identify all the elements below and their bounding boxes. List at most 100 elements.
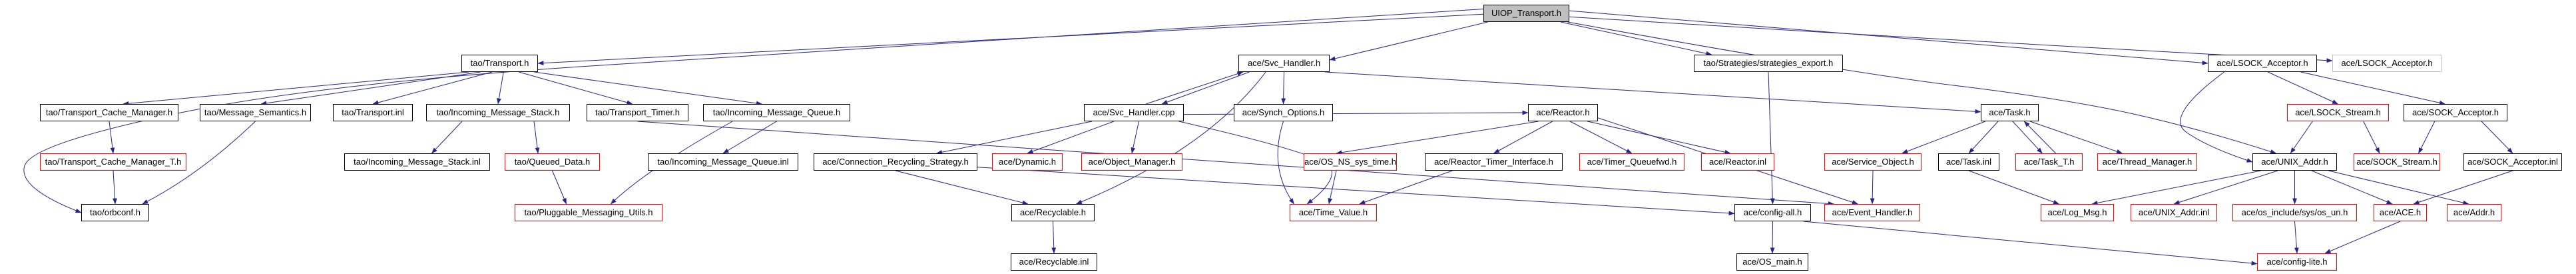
edge-ttimer-to-event_handler [637, 121, 1834, 206]
graph-node-conn_recyc[interactable]: ace/Connection_Recycling_Strategy.h [814, 153, 977, 171]
graph-node-sock_acceptor[interactable]: ace/SOCK_Acceptor.h [2404, 104, 2507, 121]
graph-node-recyclable_inl[interactable]: ace/Recyclable.inl [1011, 253, 1097, 271]
edge-task-to-task_inl [1968, 121, 1999, 154]
graph-node-imq[interactable]: tao/Incoming_Message_Queue.h [703, 104, 850, 121]
graph-node-tcmt[interactable]: tao/Transport_Cache_Manager_T.h [40, 153, 186, 171]
graph-node-lsock_acceptor1[interactable]: ace/LSOCK_Acceptor.h [2208, 55, 2317, 72]
graph-node-msem[interactable]: tao/Message_Semantics.h [200, 104, 311, 121]
edge-transport_h-to-ims [497, 71, 504, 105]
edge-root-to-transport_h [537, 13, 1484, 65]
graph-node-sock_acc_inl[interactable]: ace/SOCK_Acceptor.inl [2463, 153, 2562, 171]
graph-node-sock_stream[interactable]: ace/SOCK_Stream.h [2354, 153, 2440, 171]
edge-os_un-to-config_lite [2294, 221, 2299, 254]
graph-node-timer_qfwd[interactable]: ace/Timer_Queuefwd.h [1579, 153, 1684, 171]
edge-reactor-to-reactor_inl [1587, 121, 1731, 155]
edge-task_inl-to-log_msg [1968, 170, 2059, 205]
edge-root-to-unix_addr [1567, 21, 2277, 154]
edge-task-to-svc_obj [1902, 121, 1986, 154]
graph-node-svc_cpp[interactable]: ace/Svc_Handler.cpp [1084, 104, 1184, 121]
graph-node-recyclable[interactable]: ace/Recyclable.h [1011, 204, 1095, 221]
edge-svc_cpp-to-objmgr [1131, 121, 1139, 154]
edge-ims-to-ims_inl [431, 121, 463, 154]
edge-transport_h-to-tcm [123, 71, 469, 106]
edge-recyclable-to-recyclable_inl [1051, 221, 1057, 254]
graph-node-ttimer[interactable]: tao/Transport_Timer.h [587, 104, 688, 121]
graph-node-config_all[interactable]: ace/config-all.h [1734, 204, 1811, 221]
graph-node-time_value[interactable]: ace/Time_Value.h [1290, 204, 1377, 221]
edge-task-to-thread_mgr [2029, 121, 2123, 154]
graph-node-dynamic[interactable]: ace/Dynamic.h [992, 153, 1063, 171]
graph-node-ace_h[interactable]: ace/ACE.h [2374, 204, 2427, 221]
graph-node-unix_addr[interactable]: ace/UNIX_Addr.h [2252, 153, 2337, 171]
graph-node-rti[interactable]: ace/Reactor_Timer_Interface.h [1425, 153, 1563, 171]
edge-sock_acceptor-to-sock_stream [2418, 121, 2436, 154]
edge-reactor-to-os_ns [1336, 121, 1539, 155]
edge-unix_addr-to-log_msg [2091, 170, 2261, 205]
edge-root-to-lsock_acceptor1 [1569, 10, 2208, 65]
edge-task-to-task_t [2012, 121, 2043, 154]
graph-node-svc_obj[interactable]: ace/Service_Object.h [1824, 153, 1922, 171]
graph-node-synch_opt[interactable]: ace/Synch_Options.h [1234, 104, 1333, 121]
edge-reactor-to-timer_qfwd [1569, 121, 1633, 154]
edge-root-to-svc_handler_h [1329, 21, 1488, 61]
graph-node-strategies_export[interactable]: tao/Strategies/strategies_export.h [1694, 55, 1843, 72]
edge-conn_recyc-to-config_all [977, 167, 1735, 216]
graph-node-os_un[interactable]: ace/os_include/sys/os_un.h [2232, 204, 2357, 221]
graph-node-imq_inl[interactable]: tao/Incoming_Message_Queue.inl [648, 153, 798, 171]
edge-lsock_acceptor1-to-unix_addr [2180, 71, 2253, 163]
edge-lsock_stream-to-sock_stream [2363, 121, 2380, 154]
graph-node-reactor_inl[interactable]: ace/Reactor.inl [1701, 153, 1774, 171]
edge-synch_opt-to-time_value [1277, 121, 1294, 205]
edge-tcm-to-tcmt [109, 121, 115, 154]
edge-transport_h-to-imq [534, 71, 762, 106]
edge-transport_h-to-ttimer [519, 71, 633, 105]
graph-node-task[interactable]: ace/Task.h [1981, 104, 2039, 121]
graph-node-orbconf[interactable]: tao/orbconf.h [81, 204, 149, 221]
graph-node-root: UIOP_Transport.h [1483, 5, 1569, 22]
edge-unix_addr-to-addr [2328, 170, 2469, 205]
edge-task_t-to-task [2023, 121, 2056, 154]
graph-node-event_handler[interactable]: ace/Event_Handler.h [1824, 204, 1920, 221]
graph-node-task_inl[interactable]: ace/Task.inl [1938, 153, 1999, 171]
graph-node-reactor[interactable]: ace/Reactor.h [1528, 104, 1598, 121]
edge-svc_handler_h-to-svc_cpp [1161, 71, 1250, 105]
edge-os_ns-to-time_value [1328, 170, 1337, 205]
graph-node-ims[interactable]: tao/Incoming_Message_Stack.h [426, 104, 570, 121]
edge-unix_addr-to-ace_h [2311, 170, 2393, 205]
edge-imq-to-imq_inl [722, 121, 777, 154]
edge-lsock_acceptor1-to-sock_acceptor [2300, 71, 2446, 105]
graph-node-addr[interactable]: ace/Addr.h [2447, 204, 2501, 221]
graph-node-thread_mgr[interactable]: ace/Thread_Manager.h [2097, 153, 2197, 171]
edge-transport_h-to-tinl [372, 71, 493, 105]
graph-node-task_t[interactable]: ace/Task_T.h [2015, 153, 2083, 171]
graph-node-tinl[interactable]: tao/Transport.inl [333, 104, 413, 121]
graph-node-os_main[interactable]: ace/OS_main.h [1736, 253, 1808, 271]
edge-lsock_stream-to-unix_addr [2290, 121, 2313, 154]
graph-node-unix_addr_inl[interactable]: ace/UNIX_Addr.inl [2131, 204, 2217, 221]
graph-node-os_ns[interactable]: ace/OS_NS_sys_time.h [1304, 153, 1397, 171]
edge-conn_recyc-to-recyclable [895, 170, 1029, 205]
edge-sock_acc_inl-to-ace_h [2413, 170, 2513, 205]
edge-svc_handler_h-to-recyclable [1076, 71, 1266, 205]
graph-node-qdata[interactable]: tao/Queued_Data.h [505, 153, 600, 171]
edge-unix_addr-to-unix_addr_inl [2173, 170, 2278, 205]
graph-node-transport_h[interactable]: tao/Transport.h [461, 55, 538, 72]
edge-strategies_export-to-config_all [1768, 71, 1775, 205]
edge-config_all-to-os_main [1770, 221, 1775, 254]
graph-node-ims_inl[interactable]: tao/Incoming_Message_Stack.inl [344, 153, 490, 171]
edge-svc_obj-to-event_handler [1870, 170, 1875, 205]
edge-root-to-strategies_export [1560, 21, 1712, 56]
graph-node-svc_handler_h[interactable]: ace/Svc_Handler.h [1238, 55, 1330, 72]
graph-node-pluggable[interactable]: tao/Pluggable_Messaging_Utils.h [515, 204, 662, 221]
graph-node-lsock_stream[interactable]: ace/LSOCK_Stream.h [2287, 104, 2389, 121]
graph-node-objmgr[interactable]: ace/Object_Manager.h [1081, 153, 1182, 171]
graph-node-config_lite[interactable]: ace/config-lite.h [2257, 253, 2337, 271]
graph-node-lsock_acceptor2[interactable]: ace/LSOCK_Acceptor.h [2332, 55, 2442, 72]
graph-node-tcm[interactable]: tao/Transport_Cache_Manager.h [40, 104, 178, 121]
edge-sock_acceptor-to-sock_acc_inl [2481, 121, 2513, 154]
edge-reactor-to-rti [1493, 121, 1553, 154]
edge-msem-to-orbconf [142, 121, 256, 205]
graph-node-log_msg[interactable]: ace/Log_Msg.h [2041, 204, 2114, 221]
